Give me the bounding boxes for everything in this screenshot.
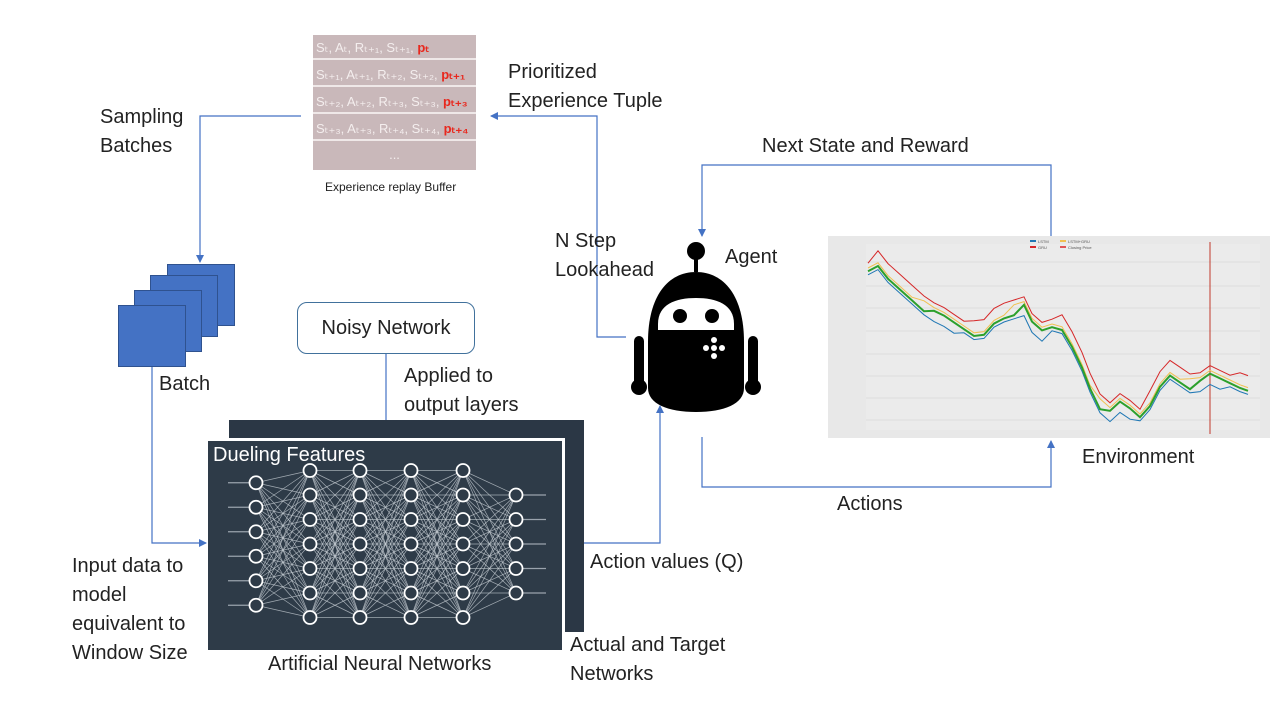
environment-chart: LSTM GRU LSTM+GRU Closing Price <box>828 236 1270 438</box>
batch-square <box>118 305 186 367</box>
network-node <box>403 536 419 552</box>
network-node <box>352 487 368 503</box>
neural-network-graph <box>228 463 546 625</box>
network-node <box>302 536 318 552</box>
dueling-features-title: Dueling Features <box>213 444 366 466</box>
network-node <box>352 585 368 601</box>
network-node <box>508 512 524 527</box>
action-values-label: Action values (Q) <box>590 551 744 573</box>
network-node <box>455 487 471 503</box>
network-node <box>455 561 471 576</box>
network-node <box>248 597 264 613</box>
applied-label: Applied to output layers <box>404 365 519 416</box>
network-node <box>403 585 419 601</box>
buffer-row: Sₜ₊₃, Aₜ₊₃, Rₜ₊₄, Sₜ₊₄, pₜ₊₄ <box>313 116 476 141</box>
network-node <box>352 512 368 527</box>
tuple-arrow <box>490 112 626 338</box>
input-arrow <box>151 365 207 547</box>
next-state-arrow <box>698 164 1052 237</box>
network-node <box>248 548 264 564</box>
network-node <box>302 487 318 503</box>
actions-label: Actions <box>837 493 903 515</box>
network-node <box>302 512 318 527</box>
environment-series-line <box>867 264 1249 419</box>
buffer-ellipsis: ... <box>389 147 400 162</box>
nstep-label: N Step Lookahead <box>555 230 654 281</box>
network-node <box>248 499 264 515</box>
network-node <box>403 487 419 503</box>
buffer-row: Sₜ₊₂, Aₜ₊₂, Rₜ₊₃, Sₜ₊₃, pₜ₊₃ <box>313 89 476 114</box>
agent-label: Agent <box>725 246 778 268</box>
legend-lstm: LSTM <box>1038 239 1049 244</box>
legend-gru: GRU <box>1038 245 1047 250</box>
network-node <box>403 610 419 625</box>
actual-target-label: Actual and Target Networks <box>570 634 726 685</box>
network-node <box>302 561 318 576</box>
ann-label: Artificial Neural Networks <box>268 653 492 675</box>
network-node <box>508 536 524 552</box>
network-node <box>352 536 368 552</box>
batch-label: Batch <box>159 373 211 395</box>
sampling-arrow <box>196 115 301 263</box>
network-node <box>455 512 471 527</box>
buffer-row: Sₜ, Aₜ, Rₜ₊₁, Sₜ₊₁, pₜ <box>313 35 476 60</box>
environment-price-chart: LSTM GRU LSTM+GRU Closing Price <box>866 239 1260 434</box>
environment-series-line <box>867 268 1249 423</box>
prioritized-tuple-label: Prioritized Experience Tuple <box>508 61 663 112</box>
network-node <box>455 610 471 625</box>
legend-lstm-gru: LSTM+GRU <box>1068 239 1090 244</box>
buffer-row: Sₜ₊₁, Aₜ₊₁, Rₜ₊₂, Sₜ₊₂, pₜ₊₁ <box>313 62 476 87</box>
network-node <box>248 573 264 589</box>
network-node <box>248 524 264 540</box>
network-node <box>352 610 368 625</box>
buffer-caption: Experience replay Buffer <box>325 180 457 194</box>
network-node <box>403 561 419 576</box>
environment-label: Environment <box>1082 446 1195 468</box>
sampling-batches-label: Sampling Batches <box>100 106 184 157</box>
network-node <box>248 475 264 491</box>
environment-series-line <box>867 249 1249 410</box>
actual-network-panel: Dueling Features <box>208 438 565 650</box>
network-node <box>455 463 471 478</box>
network-node <box>403 463 419 478</box>
network-node <box>352 561 368 576</box>
network-node <box>302 610 318 625</box>
experience-replay-buffer: Sₜ, Aₜ, Rₜ₊₁, Sₜ₊₁, pₜ Sₜ₊₁, Aₜ₊₁, Rₜ₊₂,… <box>313 35 476 170</box>
network-node <box>508 561 524 576</box>
network-node <box>455 536 471 552</box>
noisy-network-box: Noisy Network <box>297 302 475 354</box>
q-values-arrow <box>567 405 664 544</box>
actions-arrow <box>701 437 1055 488</box>
network-node <box>508 487 524 503</box>
robot-agent-icon <box>631 242 761 412</box>
legend-closing: Closing Price <box>1068 245 1092 250</box>
network-node <box>508 585 524 601</box>
network-node <box>455 585 471 601</box>
next-state-label: Next State and Reward <box>762 135 969 157</box>
network-node <box>302 585 318 601</box>
input-data-label: Input data to model equivalent to Window… <box>72 555 188 664</box>
network-node <box>403 512 419 527</box>
environment-series-line <box>867 262 1249 415</box>
network-node <box>302 463 318 478</box>
network-node <box>352 463 368 478</box>
